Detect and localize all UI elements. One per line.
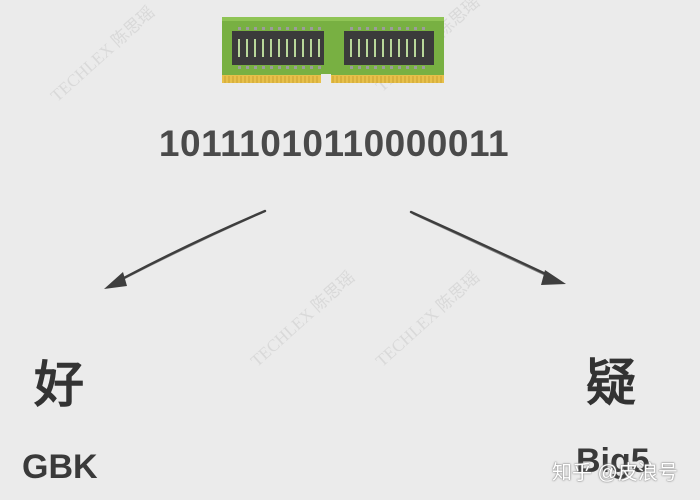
encoding-label-gbk: GBK bbox=[22, 448, 98, 486]
credit-watermark: 知乎 @皮浪号 bbox=[552, 462, 678, 484]
arrow-right-head bbox=[541, 270, 566, 285]
encoding-label-big5: Big5 bbox=[576, 442, 650, 480]
character-big5: 疑 bbox=[586, 355, 636, 411]
arrow-left-head bbox=[104, 272, 127, 289]
character-gbk: 好 bbox=[34, 357, 84, 413]
arrow-right bbox=[409, 210, 552, 278]
binary-code: 10111010110000011 bbox=[158, 123, 510, 164]
arrow-left bbox=[118, 209, 267, 282]
ram-module-icon bbox=[222, 17, 444, 85]
